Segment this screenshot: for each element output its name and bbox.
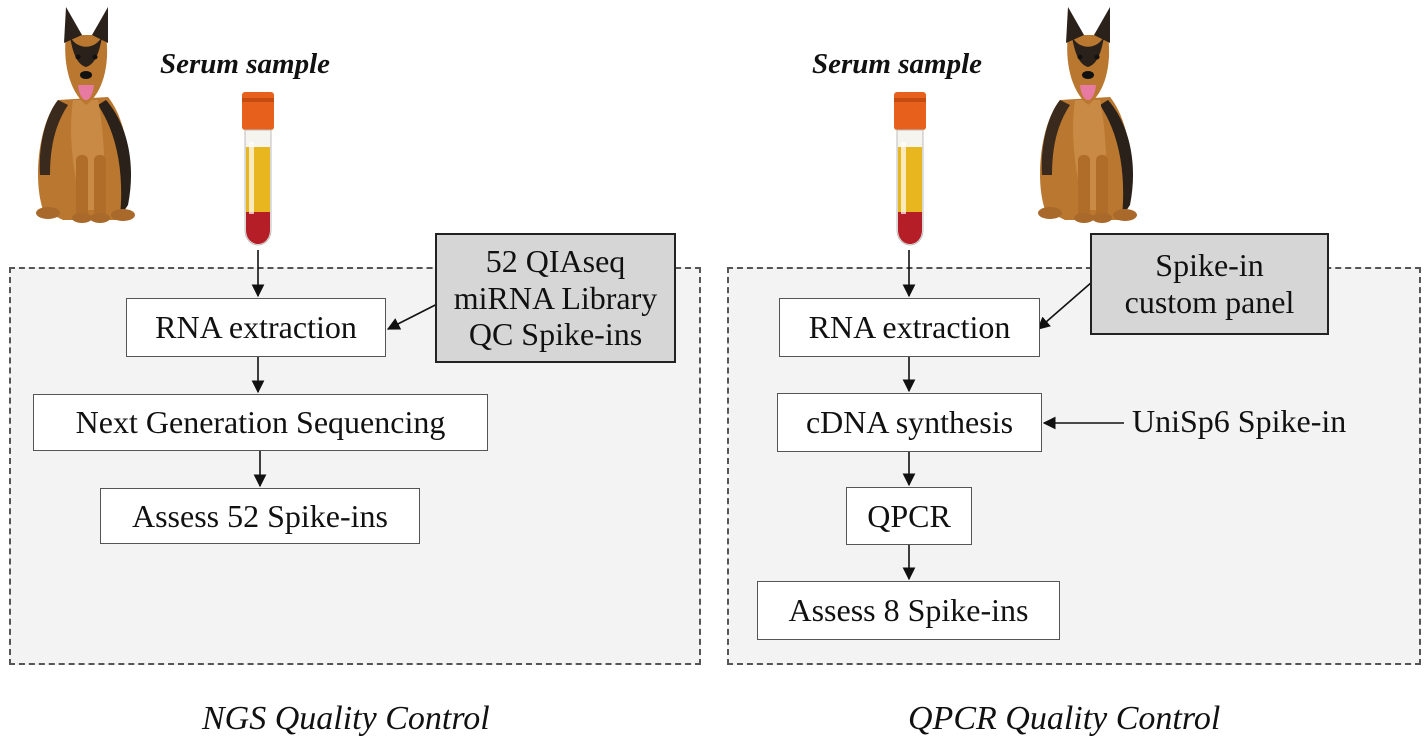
spike-box-line: Spike-in: [1155, 247, 1264, 284]
cdna-synthesis-box: cDNA synthesis: [777, 393, 1042, 452]
rna-extraction-box: RNA extraction: [126, 298, 386, 357]
serum-sample-label: Serum sample: [812, 48, 982, 80]
serum-sample-label: Serum sample: [160, 48, 330, 80]
blood-tube-icon: [242, 92, 274, 246]
dog-icon: [1038, 7, 1137, 223]
arrow: [1037, 274, 1101, 330]
ngs-box: Next Generation Sequencing: [33, 394, 488, 451]
spike-box-line: custom panel: [1124, 284, 1295, 320]
assess-52-box: Assess 52 Spike-ins: [100, 488, 420, 544]
spike-box-line: QC Spike-ins: [468, 316, 643, 353]
rna-extraction-box: RNA extraction: [779, 298, 1040, 357]
ngs-caption: NGS Quality Control: [202, 700, 490, 737]
qpcr-box: QPCR: [846, 487, 972, 545]
blood-tube-icon: [894, 92, 926, 246]
dog-icon: [36, 7, 135, 223]
spike-box-line: miRNA Library: [453, 279, 658, 316]
qiaseq-spike-box: 52 QIAseq miRNA Library QC Spike-ins: [435, 233, 676, 363]
spike-box-line: 52 QIAseq: [485, 242, 626, 279]
assess-8-box: Assess 8 Spike-ins: [757, 581, 1060, 640]
qpcr-caption: QPCR Quality Control: [908, 700, 1221, 737]
unisp6-label: UniSp6 Spike-in: [1132, 403, 1347, 439]
custom-spike-box: Spike-in custom panel: [1090, 233, 1329, 335]
